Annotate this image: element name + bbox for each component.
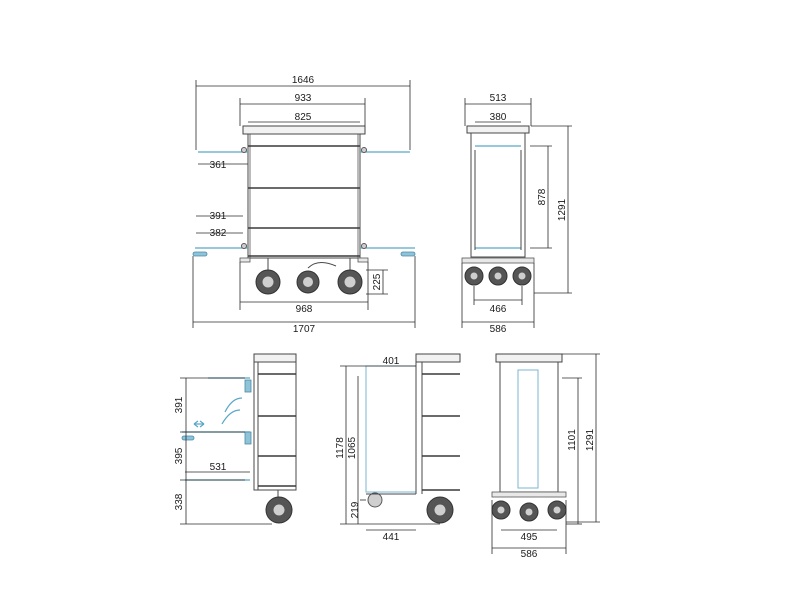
slide-arrow-icon <box>193 420 205 428</box>
dim-detail-slide-out: 531 <box>210 462 227 473</box>
dim-front-inner-width: 825 <box>295 112 312 123</box>
dim-section-height-inner: 1065 <box>347 436 358 459</box>
front-view: 1646 933 825 361 391 382 225 968 1707 <box>192 75 416 335</box>
dim-section-pedal-height: 219 <box>350 501 361 518</box>
section-view: 401 1178 1065 219 441 <box>335 353 461 543</box>
dim-side-overall-depth: 586 <box>490 324 507 335</box>
dim-end-height-a: 1101 <box>567 429 578 451</box>
end-door-panel <box>517 369 539 489</box>
dim-front-tray-extension: 361 <box>210 160 227 171</box>
dim-front-pitch-b: 382 <box>210 228 227 239</box>
dim-detail-pitch-upper: 391 <box>174 396 185 413</box>
dim-detail-pitch-lower: 395 <box>174 447 185 464</box>
dim-front-overall-base: 1707 <box>293 324 316 335</box>
front-top-panel <box>242 125 366 135</box>
end-view: 1101 1291 495 586 <box>491 353 600 560</box>
pedal-icon <box>367 492 383 508</box>
dim-end-castor-spacing: 495 <box>521 532 538 543</box>
dim-end-height-b: 1291 <box>585 428 596 451</box>
dim-side-castor-spacing: 466 <box>490 304 507 315</box>
pivot-arrow-icon <box>224 397 243 413</box>
dim-section-width: 401 <box>383 356 400 367</box>
dim-front-pitch-a: 391 <box>210 211 227 222</box>
dim-front-top-width: 933 <box>295 93 312 104</box>
side-top-panel <box>466 125 530 134</box>
dim-end-overall-width: 586 <box>521 549 538 560</box>
dim-section-base-depth: 441 <box>383 532 400 543</box>
detail-view: 391 395 338 531 <box>174 353 297 525</box>
section-door <box>365 365 417 493</box>
dim-section-height-outer: 1178 <box>335 437 346 459</box>
dim-front-castor-height: 225 <box>372 273 383 290</box>
front-body <box>247 133 361 259</box>
dim-detail-bottom-floor: 338 <box>174 493 185 510</box>
dim-front-base-width: 968 <box>296 304 313 315</box>
dim-side-overall-height: 1291 <box>557 198 568 221</box>
dim-side-compartment-height: 878 <box>537 188 548 205</box>
side-body <box>470 132 526 258</box>
dim-side-inner-depth: 380 <box>490 112 507 123</box>
side-view: 513 380 878 1291 466 586 <box>461 93 572 335</box>
dim-front-overall-extended: 1646 <box>292 75 315 86</box>
dim-side-top-depth: 513 <box>490 93 507 104</box>
